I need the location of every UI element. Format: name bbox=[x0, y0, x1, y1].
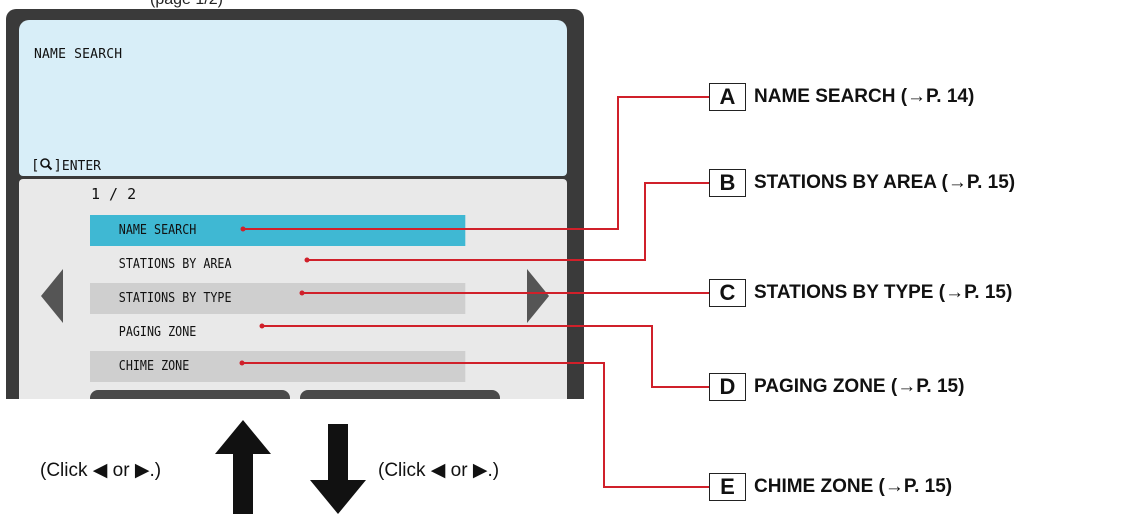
callout-e-text: CHIME ZONE (→P. 15) bbox=[754, 476, 953, 497]
enter-label: ENTER bbox=[61, 158, 102, 174]
callout-d: D PAGING ZONE (→P. 15) bbox=[709, 373, 964, 401]
callout-a-text: NAME SEARCH (→P. 14) bbox=[754, 86, 975, 107]
callout-b-letter: B bbox=[709, 169, 746, 197]
menu-item-stations-by-area[interactable]: STATIONS BY AREA bbox=[118, 257, 232, 272]
down-click-hint: (Click ◀ or ▶.) bbox=[378, 460, 500, 481]
arrow-down-icon bbox=[310, 424, 366, 514]
search-icon bbox=[39, 157, 53, 175]
callout-e: E CHIME ZONE (→P. 15) bbox=[709, 473, 952, 501]
arrow-up-icon bbox=[215, 420, 271, 514]
callout-b: B STATIONS BY AREA (→P. 15) bbox=[709, 169, 1015, 197]
callout-d-letter: D bbox=[709, 373, 746, 401]
callout-a: A NAME SEARCH (→P. 14) bbox=[709, 83, 974, 111]
callout-c-text: STATIONS BY TYPE (→P. 15) bbox=[754, 282, 1013, 303]
menu-item-chime-zone[interactable]: CHIME ZONE bbox=[90, 351, 466, 382]
bottom-tab-right bbox=[300, 390, 500, 399]
enter-hint: [ ] ENTER bbox=[31, 157, 102, 175]
screen-title: NAME SEARCH bbox=[34, 47, 123, 62]
device-screen: NAME SEARCH [ ] ENTER 1 / 2 NAME SEARCH … bbox=[6, 9, 584, 399]
callout-d-text: PAGING ZONE (→P. 15) bbox=[754, 376, 965, 397]
menu-item-name-search[interactable]: NAME SEARCH bbox=[90, 215, 466, 246]
callout-c: C STATIONS BY TYPE (→P. 15) bbox=[709, 279, 1012, 307]
callout-e-letter: E bbox=[709, 473, 746, 501]
menu-item-stations-by-type[interactable]: STATIONS BY TYPE bbox=[90, 283, 466, 314]
bottom-tab-left bbox=[90, 390, 290, 399]
page-indicator: 1 / 2 bbox=[91, 185, 137, 203]
info-panel: NAME SEARCH [ ] ENTER bbox=[19, 20, 567, 176]
arrow-left-icon[interactable] bbox=[41, 269, 63, 323]
callout-c-letter: C bbox=[709, 279, 746, 307]
callout-a-letter: A bbox=[709, 83, 746, 111]
menu-item-paging-zone[interactable]: PAGING ZONE bbox=[118, 325, 197, 340]
callout-b-text: STATIONS BY AREA (→P. 15) bbox=[754, 172, 1016, 193]
arrow-right-icon[interactable] bbox=[527, 269, 549, 323]
up-click-hint: (Click ◀ or ▶.) bbox=[40, 460, 162, 481]
top-caption: (page 1/2) bbox=[150, 0, 223, 9]
